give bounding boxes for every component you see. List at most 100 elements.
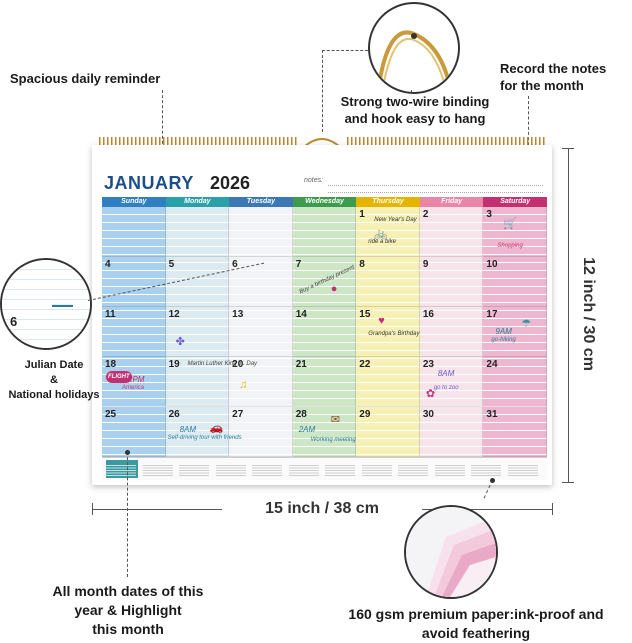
date-cell: 9	[419, 257, 484, 307]
date-cell	[229, 207, 293, 257]
mini-month-dates	[215, 465, 246, 477]
day-header-monday: Monday	[165, 197, 230, 207]
note-flight-time: 2PM	[128, 375, 145, 384]
flower-icon: ✤	[175, 336, 185, 348]
mini-month	[507, 460, 540, 478]
note-hiking: go-hiking	[491, 337, 516, 343]
notes-callout-line1: Record the notes	[500, 61, 607, 76]
note-drive: Self-driving tour with friends	[167, 435, 242, 441]
date-cell: 8	[356, 257, 420, 307]
mini-month-dates	[252, 465, 282, 477]
date-number: 22	[359, 359, 371, 370]
bicycle-icon: 🚲	[374, 228, 388, 240]
date-number: 12	[168, 309, 180, 320]
year-title: 2026	[210, 173, 251, 193]
day-header-wednesday: Wednesday	[292, 197, 357, 207]
date-cell: 3	[483, 207, 547, 257]
height-dimension-bottom-tick	[562, 482, 574, 483]
date-cell: 13	[229, 307, 293, 357]
date-number: 5	[168, 259, 175, 270]
date-cell: 6	[229, 257, 293, 307]
mini-month-dates	[106, 465, 136, 477]
mini-month	[142, 460, 175, 478]
julian-callout: Julian Date & National holidays	[4, 358, 104, 403]
year-dot	[125, 450, 130, 455]
date-cell: 11	[102, 307, 166, 357]
mini-month	[179, 460, 211, 478]
date-number: 17	[486, 309, 498, 320]
date-number: 25	[105, 409, 117, 420]
date-cell: 16	[419, 307, 484, 357]
notes-line	[328, 192, 543, 193]
year-leader	[127, 452, 128, 577]
paper-callout: 160 gsm premium paper:ink-proof and avoi…	[320, 605, 632, 643]
balloon-icon: ●	[330, 283, 338, 295]
date-number: 29	[359, 409, 371, 420]
daily-reminder-callout: Spacious daily reminder	[10, 70, 170, 87]
note-flight-badge: FLIGHT	[106, 371, 132, 383]
date-number: 11	[105, 309, 116, 320]
date-number: 24	[486, 359, 498, 370]
heart-icon: ♥	[378, 315, 385, 327]
mini-month-dates	[471, 465, 501, 477]
mini-month	[288, 460, 321, 478]
paper-callout-line2: avoid feathering	[421, 625, 531, 641]
binding-hook-leader	[322, 50, 323, 132]
date-cell: 26	[165, 407, 230, 457]
date-number: 10	[486, 259, 498, 270]
date-cell	[165, 207, 230, 257]
note-shopping: Shopping	[497, 243, 523, 249]
mini-month-dates	[361, 465, 392, 477]
mini-month	[361, 460, 394, 478]
binding-callout-line2: and hook easy to hang	[344, 111, 486, 126]
notes-callout: Record the notes for the month	[500, 60, 632, 94]
height-dimension-top-tick	[562, 148, 574, 149]
date-cell: 31	[483, 407, 547, 457]
date-number: 20	[232, 359, 244, 370]
date-number: 26	[168, 409, 180, 420]
date-cell: 25	[102, 407, 166, 457]
note-zoo: go to zoo	[433, 385, 459, 391]
notes-leader	[528, 96, 529, 176]
date-number: 1	[359, 209, 365, 220]
note-meeting-time: 2AM	[298, 425, 316, 434]
year-callout-line2: year & Highlight	[74, 602, 182, 618]
date-cell: 20	[229, 357, 293, 407]
envelope-icon: ✉	[330, 414, 340, 426]
paper-dot	[490, 478, 495, 483]
date-number: 14	[295, 309, 307, 320]
date-cell: 4	[102, 257, 166, 307]
note-drive-time: 8AM	[179, 425, 197, 434]
day-column-friday	[419, 207, 484, 457]
julian-zoom-flags: ▬▬▬	[52, 302, 73, 309]
date-cell: 28	[292, 407, 357, 457]
date-number: 15	[359, 309, 371, 320]
date-cell: 2	[419, 207, 484, 257]
music-note-icon: ♫	[239, 379, 248, 391]
date-number: 3	[486, 209, 492, 220]
mini-month-highlighted	[106, 460, 138, 478]
mini-month-dates	[325, 465, 355, 477]
julian-callout-line1: Julian Date	[24, 359, 84, 371]
date-cell: 15	[356, 307, 420, 357]
calendar-binding	[98, 137, 546, 148]
date-number: 6	[232, 259, 238, 270]
day-header-friday: Friday	[419, 197, 484, 207]
paper-zoom-circle	[404, 505, 498, 599]
note-bike: ride a bike	[368, 239, 396, 245]
mini-month-dates	[179, 465, 209, 477]
date-cell: 7	[292, 257, 357, 307]
date-cell: 21	[292, 357, 357, 407]
date-number: 19	[168, 359, 180, 370]
date-cell: 27	[229, 407, 293, 457]
note-jan1: New Year's Day	[374, 217, 417, 223]
year-callout-line1: All month dates of this	[52, 583, 204, 599]
year-callout: All month dates of this year & Highlight…	[40, 582, 216, 639]
date-number: 13	[232, 309, 244, 320]
date-cell: 30	[419, 407, 484, 457]
width-dimension-text: 15 inch / 38 cm	[265, 500, 379, 517]
day-column-sunday	[102, 207, 166, 457]
date-cell: 24	[483, 357, 547, 407]
day-header-sunday: Sunday	[102, 197, 166, 207]
